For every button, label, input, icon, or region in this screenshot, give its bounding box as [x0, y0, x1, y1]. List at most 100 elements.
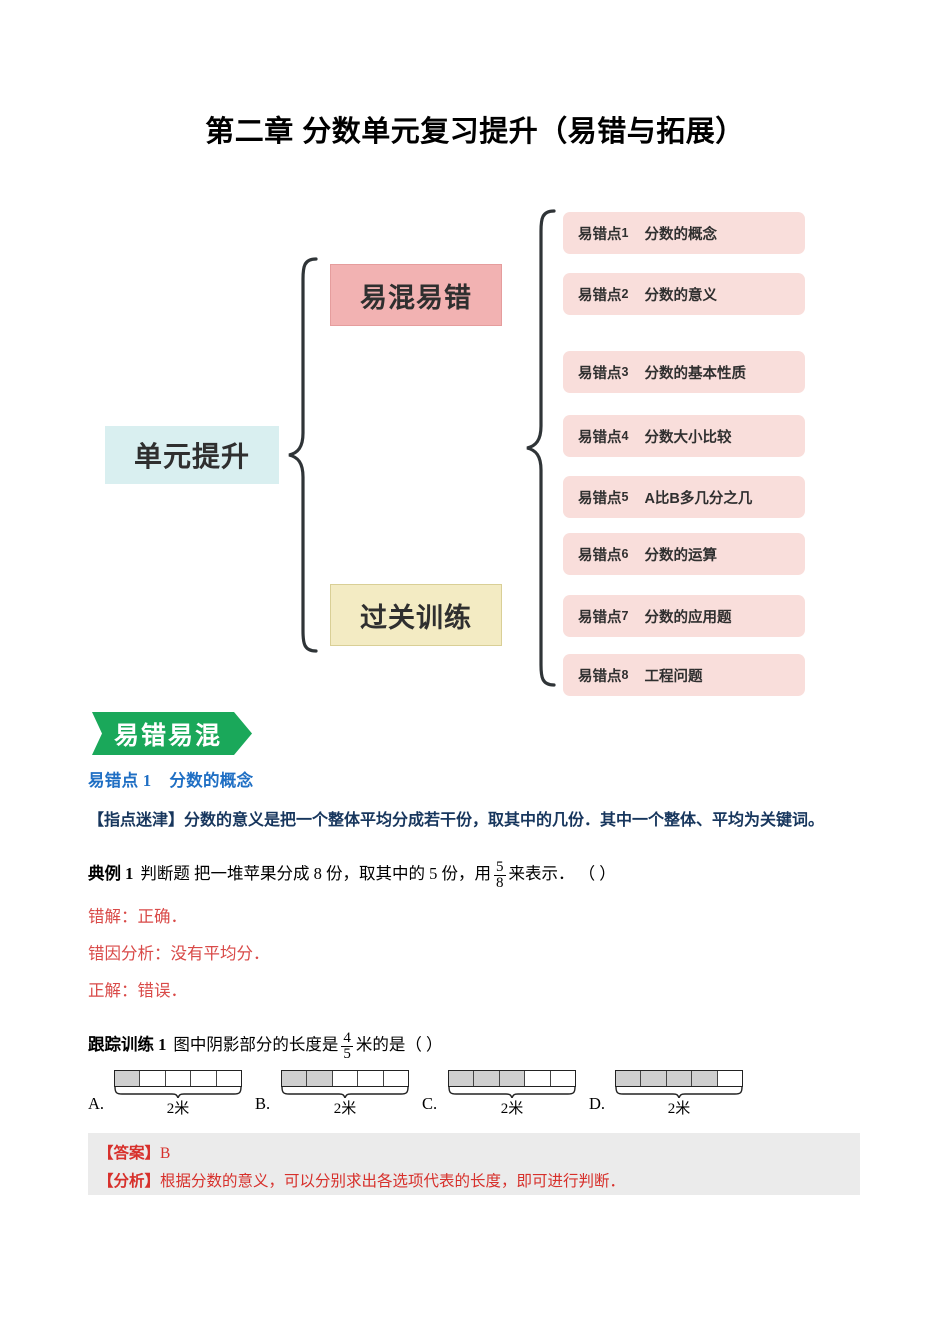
bar-segment [551, 1071, 575, 1086]
mindmap-root-label: 单元提升 [133, 441, 250, 472]
bar-segment [282, 1071, 308, 1086]
mindmap-branch-guoguanxunlian: 过关训练 [330, 584, 502, 646]
chip-label: 分数的运算 [644, 547, 717, 564]
answer-options: A. 2米 B. 2米 C. 2米 D. [0, 1070, 950, 1132]
chip-number: 5 [621, 490, 629, 504]
bar-segment [525, 1071, 551, 1086]
bar-segment [474, 1071, 500, 1086]
option-diagram-b: 2米 [281, 1070, 409, 1118]
analysis-line: 【分析】根据分数的意义，可以分别求出各选项代表的长度，即可进行判断． [98, 1169, 625, 1191]
segmented-bar [114, 1070, 242, 1087]
analysis-tag: 【分析】 [98, 1173, 161, 1190]
option-unit-label: 2米 [667, 1101, 691, 1117]
brace-left-icon [288, 257, 318, 653]
chip-prefix: 易错点 [578, 668, 622, 685]
followup-text-before: 图中阴影部分的长度是 [173, 1035, 339, 1054]
tip-text: 【指点迷津】分数的意义是把一个整体平均分成若干份，取其中的几份．其中一个整体、平… [88, 812, 825, 829]
segmented-bar [281, 1070, 409, 1087]
fraction-denominator: 8 [494, 875, 506, 892]
chip-label: 分数的应用题 [644, 609, 732, 626]
example-label: 典例 1 [88, 864, 134, 883]
chip-number: 1 [621, 226, 629, 240]
option-unit-label: 2米 [500, 1101, 524, 1117]
bar-segment [616, 1071, 642, 1086]
bar-segment [641, 1071, 667, 1086]
cause-analysis-line: 错因分析：没有平均分． [88, 944, 270, 963]
option-diagram-c: 2米 [448, 1070, 576, 1118]
brace-right-icon [526, 209, 556, 687]
mindmap-root-node: 单元提升 [105, 426, 279, 484]
bar-segment [718, 1071, 742, 1086]
answer-value: B [160, 1145, 171, 1162]
bar-segment [358, 1071, 384, 1086]
bar-segment [692, 1071, 718, 1086]
example-line: 典例 1 判断题 把一堆苹果分成 8 份，取其中的 5 份，用 5 8 来表示．… [88, 859, 616, 900]
chip-prefix: 易错点 [578, 609, 622, 626]
option-unit-label: 2米 [333, 1101, 357, 1117]
bar-segment [449, 1071, 475, 1086]
chip-label: 分数的概念 [644, 226, 717, 243]
chip-number: 7 [621, 609, 629, 623]
chip-label: A比B多几分之几 [644, 490, 753, 507]
example-text-after: 来表示． （ ） [508, 864, 616, 883]
page-title: 第二章 分数单元复习提升（易错与拓展） [205, 116, 745, 148]
chip-number: 3 [621, 365, 629, 379]
section-banner: 易错易混 [92, 712, 252, 755]
section-banner-label: 易错易混 [92, 712, 252, 755]
segmented-bar [448, 1070, 576, 1087]
chip-prefix: 易错点 [578, 547, 622, 564]
bar-segment [307, 1071, 333, 1086]
chip-label: 分数的意义 [644, 287, 717, 304]
fraction-denominator: 5 [341, 1046, 353, 1063]
bottom-brace-icon [615, 1087, 743, 1098]
fraction-numerator: 5 [496, 859, 504, 875]
fraction-five-eighths: 5 8 [494, 859, 506, 892]
bar-segment [666, 1071, 693, 1086]
option-diagram-d: 2米 [615, 1070, 743, 1118]
followup-line: 跟踪训练 1 图中阴影部分的长度是 4 5 米的是（ ） [88, 1030, 443, 1071]
bottom-brace-icon [281, 1087, 409, 1098]
option-letter: C. [422, 1094, 438, 1113]
bottom-brace-icon [114, 1087, 242, 1098]
followup-text-after: 米的是（ ） [355, 1035, 443, 1054]
chip-label: 分数的基本性质 [644, 365, 746, 382]
chip-number: 4 [621, 429, 629, 443]
error-point-heading: 易错点 1 分数的概念 [88, 767, 253, 791]
answer-tag: 【答案】 [98, 1145, 161, 1162]
followup-label: 跟踪训练 1 [88, 1035, 167, 1054]
example-text-before: 判断题 把一堆苹果分成 8 份，取其中的 5 份，用 [140, 864, 491, 883]
bar-segment [499, 1071, 526, 1086]
chip-prefix: 易错点 [578, 429, 622, 446]
option-diagram-a: 2米 [114, 1070, 242, 1118]
error-point-heading-key: 易错点 1 [88, 771, 152, 790]
correct-answer-line: 正解：错误． [88, 981, 187, 1000]
chip-number: 6 [621, 547, 629, 561]
chip-number: 2 [621, 287, 629, 301]
chip-label: 工程问题 [644, 668, 703, 685]
option-letter: B. [255, 1094, 271, 1113]
analysis-text: 根据分数的意义，可以分别求出各选项代表的长度，即可进行判断． [160, 1173, 626, 1190]
answer-analysis-box: 【答案】B 【分析】根据分数的意义，可以分别求出各选项代表的长度，即可进行判断． [88, 1133, 860, 1195]
chip-prefix: 易错点 [578, 287, 622, 304]
wrong-answer-line: 错解：正确． [88, 907, 187, 926]
bar-segment [166, 1071, 192, 1086]
option-letter: A. [88, 1094, 105, 1113]
option-letter: D. [589, 1094, 606, 1113]
option-unit-label: 2米 [166, 1101, 190, 1117]
mindmap-branch-label: 易混易错 [360, 282, 472, 313]
bottom-brace-icon [448, 1087, 576, 1098]
error-point-heading-value: 分数的概念 [169, 771, 254, 790]
chip-number: 8 [621, 668, 629, 682]
chip-prefix: 易错点 [578, 365, 622, 382]
bar-segment [217, 1071, 241, 1086]
bar-segment [384, 1071, 408, 1086]
bar-segment [191, 1071, 217, 1086]
